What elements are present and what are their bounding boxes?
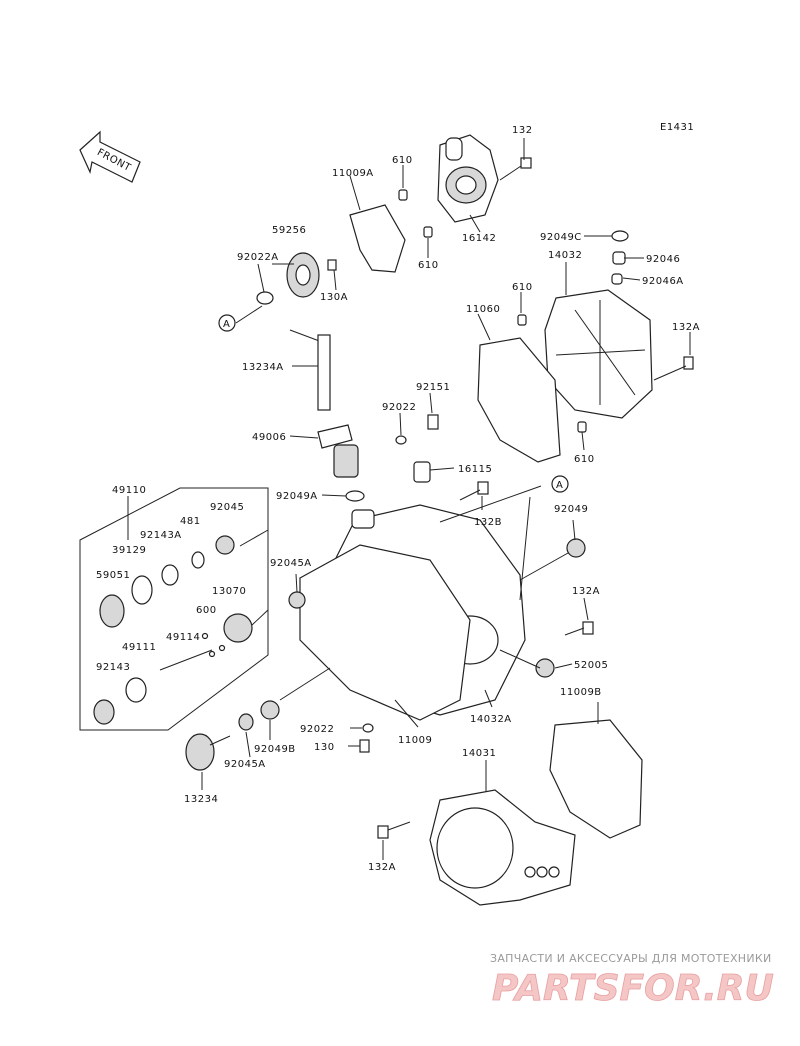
callout-92049: 92049 (554, 504, 588, 515)
callout-13234: 13234 (184, 794, 218, 805)
watermark-logo: PARTSFOR.RU (492, 968, 774, 1009)
bolt-132a-mid (582, 621, 594, 635)
seal-92049b (260, 700, 280, 720)
clutch-cover-gasket (477, 337, 561, 463)
washer-92022-top (395, 435, 407, 445)
seal-92049 (566, 538, 586, 558)
seal-92045a-top (288, 591, 306, 609)
callout-92151: 92151 (416, 382, 450, 393)
bolt-132 (499, 157, 532, 181)
seal-92049a (345, 490, 365, 502)
callout-600: 600 (196, 605, 217, 616)
callout-59256: 59256 (272, 225, 306, 236)
callout-59051: 59051 (96, 570, 130, 581)
callout-11009a: 11009A (332, 168, 374, 179)
plug-92046a (611, 273, 623, 285)
callout-14032: 14032 (548, 250, 582, 261)
callout-92045a-top: 92045A (270, 558, 312, 569)
watermark-tagline: ЗАПЧАСТИ И АКСЕССУАРЫ ДЛЯ МОТОТЕХНИКИ (490, 952, 772, 965)
pump-gasket (349, 204, 406, 273)
cover-gasket-11009 (299, 544, 471, 721)
pump-shaft (289, 329, 331, 411)
bolt-132a-bot (377, 825, 389, 839)
bolt-130a (327, 259, 337, 271)
callout-52005: 52005 (574, 660, 608, 671)
callout-92046a: 92046A (642, 276, 684, 287)
callout-132a-mid: 132A (572, 586, 600, 597)
bolt-132b (477, 481, 489, 495)
callout-13070: 13070 (212, 586, 246, 597)
callout-130a: 130A (320, 292, 348, 303)
governor-lever (317, 424, 359, 478)
callout-132a-bot: 132A (368, 862, 396, 873)
oil-filler-16115 (413, 461, 431, 483)
callout-11009: 11009 (398, 735, 432, 746)
cap-92049c (611, 230, 629, 242)
callout-610-d: 610 (574, 454, 595, 465)
callout-49111: 49111 (122, 642, 156, 653)
callout-92022-bot: 92022 (300, 724, 334, 735)
callout-16142: 16142 (462, 233, 496, 244)
plug-52005 (535, 658, 555, 678)
callout-92046: 92046 (646, 254, 680, 265)
callout-132a-right: 132A (672, 322, 700, 333)
washer-92022a (256, 291, 274, 305)
callout-49006: 49006 (252, 432, 286, 443)
water-pump-housing (437, 134, 499, 223)
callout-130: 130 (314, 742, 335, 753)
callout-13234a: 13234A (242, 362, 284, 373)
front-arrow-icon: FRONT (79, 130, 141, 183)
callout-92045a-bot: 92045A (224, 759, 266, 770)
washer-92022-bot (362, 723, 374, 733)
callout-11009b: 11009B (560, 687, 602, 698)
generator-cover (429, 789, 576, 906)
callout-132b: 132B (474, 517, 502, 528)
callout-92045: 92045 (210, 502, 244, 513)
callout-92022a: 92022A (237, 252, 279, 263)
callout-92049c: 92049C (540, 232, 582, 243)
callout-49114: 49114 (166, 632, 200, 643)
callout-92049b: 92049B (254, 744, 296, 755)
callout-610-b: 610 (418, 260, 439, 271)
callout-610-a: 610 (392, 155, 413, 166)
bolt-92151 (427, 414, 439, 430)
callout-92143: 92143 (96, 662, 130, 673)
callout-14032a: 14032A (470, 714, 512, 725)
gear-shaft-13234 (185, 733, 231, 771)
callout-39129: 39129 (112, 545, 146, 556)
clutch-cover (544, 289, 653, 419)
leader-lines (127, 138, 691, 860)
callout-14031: 14031 (462, 748, 496, 759)
generator-cover-gasket (549, 719, 643, 839)
plug-92046 (612, 251, 626, 265)
callout-92022-top: 92022 (382, 402, 416, 413)
diagram-code: E1431 (660, 122, 694, 133)
dowel-pin-a (398, 189, 408, 201)
callout-16115: 16115 (458, 464, 492, 475)
ref-marker-a-right (551, 475, 569, 493)
ref-marker-a-left (218, 314, 236, 332)
impeller (286, 252, 320, 298)
callout-92049a: 92049A (276, 491, 318, 502)
dowel-pin-b (423, 226, 433, 238)
callout-49110: 49110 (112, 485, 146, 496)
callout-481: 481 (180, 516, 201, 527)
dowel-pin-c (517, 314, 527, 326)
callout-11060: 11060 (466, 304, 500, 315)
callout-132-top: 132 (512, 125, 533, 136)
bolt-130 (359, 739, 370, 753)
callout-610-c: 610 (512, 282, 533, 293)
callout-a-left: A (223, 319, 230, 330)
callout-92143a: 92143A (140, 530, 182, 541)
bolt-132a-right (683, 356, 694, 370)
dowel-pin-d (577, 421, 587, 433)
callout-labels: 132 610 11009A 16142 59256 92022A 130A 6… (96, 125, 700, 873)
governor-assembly-inset (79, 487, 269, 731)
seal-92045a-bot (238, 713, 254, 731)
callout-a-right: A (556, 480, 563, 491)
